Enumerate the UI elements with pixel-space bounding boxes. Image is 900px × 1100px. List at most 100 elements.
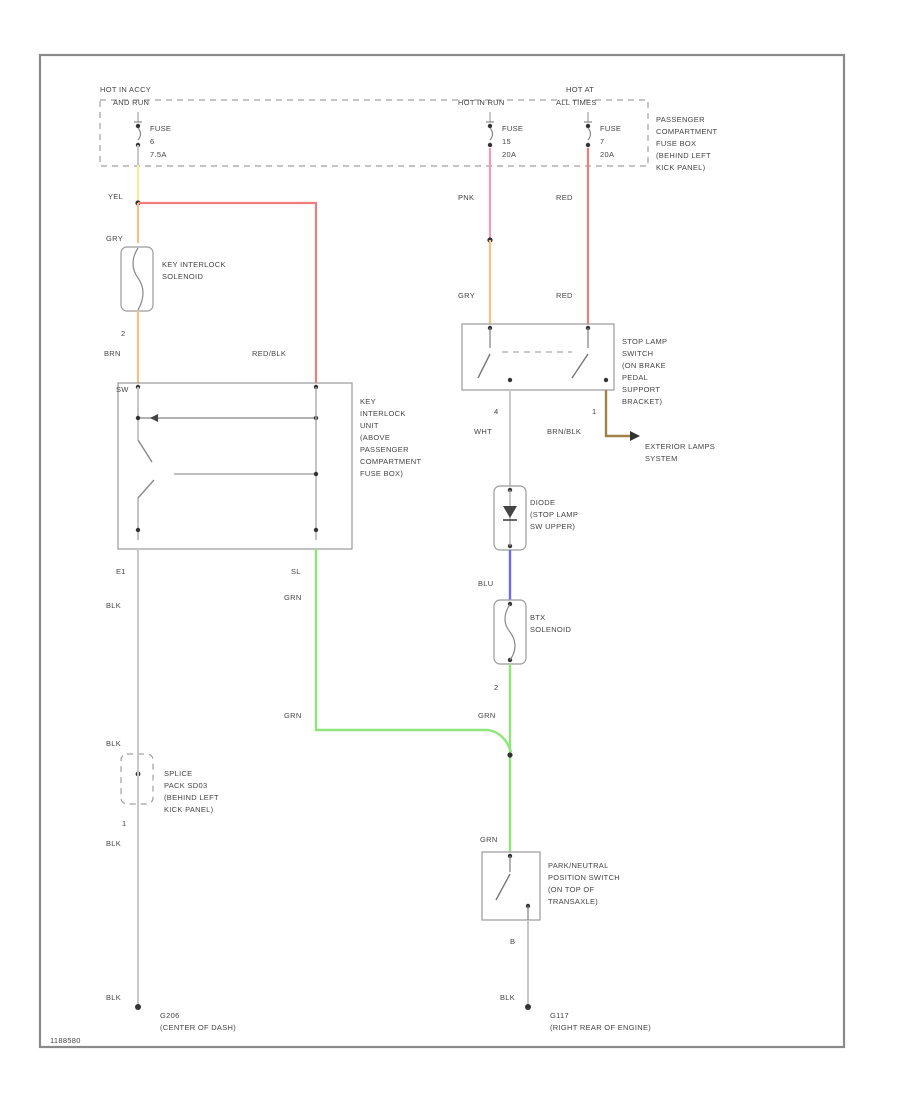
key-interlock-unit: SW KEY INTERLOCK UNIT (ABOVE PASSENGER C… (116, 382, 421, 550)
wire-label-red-bottom: RED (556, 291, 573, 300)
wire-label-pnk: PNK (458, 193, 474, 202)
wire-red-blk (138, 201, 318, 383)
fuse-left: FUSE 6 7.5A (134, 112, 171, 165)
splice-name-4: KICK PANEL) (164, 805, 214, 814)
exterior-lamps-label-1: EXTERIOR LAMPS (645, 442, 715, 451)
stop-lamp-name-6: BRACKET) (622, 397, 663, 406)
fuse-box-label-3: FUSE BOX (656, 139, 696, 148)
stop-lamp-name-5: SUPPORT (622, 385, 660, 394)
wire-label-blk-ground-right: BLK (500, 993, 515, 1002)
interlock-pin-sw: SW (116, 385, 129, 394)
wire-label-brn: BRN (104, 349, 121, 358)
ground-right-name: G117 (550, 1011, 569, 1020)
ground-left-name: G206 (160, 1011, 180, 1020)
wire-brn-blk (604, 390, 630, 438)
key-solenoid-name-1: KEY INTERLOCK (162, 260, 226, 269)
exterior-lamps-label-2: SYSTEM (645, 454, 678, 463)
fuse-right-label: FUSE (600, 124, 621, 133)
diagram-frame (38, 53, 846, 1049)
ground-left-point (135, 1004, 141, 1010)
splice-pin: 1 (122, 819, 126, 828)
key-interlock-solenoid: KEY INTERLOCK SOLENOID (120, 246, 226, 312)
ground-left-location: (CENTER OF DASH) (160, 1023, 236, 1032)
stop-lamp-name-2: SWITCH (622, 349, 653, 358)
wire-label-red-blk: RED/BLK (252, 349, 286, 358)
interlock-name-4: (ABOVE (360, 433, 390, 442)
splice-name-3: (BEHIND LEFT (164, 793, 219, 802)
interlock-pin-sl: SL (291, 567, 301, 576)
wire-label-blk-ground-left: BLK (106, 993, 121, 1002)
stx-solenoid: BTX SOLENOID (493, 599, 571, 665)
diode-name-2: (STOP LAMP (530, 510, 578, 519)
fuse-box-outline (99, 99, 649, 167)
wire-label-red-top: RED (556, 193, 573, 202)
wire-label-grn-stx: GRN (478, 711, 496, 720)
stx-solenoid-pin: 2 (494, 683, 498, 692)
wire-label-grn-pn: GRN (480, 835, 498, 844)
fuse-mid-label: FUSE (502, 124, 523, 133)
wire-label-gry-left: GRY (106, 234, 123, 243)
footer-code: 1188580 (50, 1036, 81, 1045)
interlock-name-6: COMPARTMENT (360, 457, 421, 466)
stx-solenoid-name-2: SOLENOID (530, 625, 571, 634)
fuse-box-label-5: KICK PANEL) (656, 163, 706, 172)
wire-label-gry-mid: GRY (458, 291, 475, 300)
fuse-mid-rating: 20A (502, 150, 516, 159)
grn-junction-node (507, 752, 513, 758)
fuse-left-rating: 7.5A (150, 150, 167, 159)
splice-name-2: PACK SD03 (164, 781, 207, 790)
fuse-box-label-1: PASSENGER (656, 115, 705, 124)
interlock-pin-e1: E1 (116, 567, 126, 576)
wire-label-grn-sl: GRN (284, 593, 302, 602)
fuse-box-label-4: (BEHIND LEFT (656, 151, 711, 160)
right-hot-label-2: ALL TIMES (556, 98, 597, 107)
fuse-left-label: FUSE (150, 124, 171, 133)
fuse-mid: FUSE 15 20A (486, 112, 523, 159)
diode-name-3: SW UPPER) (530, 522, 575, 531)
wire-label-yel: YEL (108, 192, 123, 201)
park-neutral-switch: PARK/NEUTRAL POSITION SWITCH (ON TOP OF … (481, 851, 620, 921)
interlock-name-3: UNIT (360, 421, 379, 430)
fuse-box-label-2: COMPARTMENT (656, 127, 717, 136)
wire-label-wht: WHT (474, 427, 492, 436)
fuse-right-number: 7 (600, 137, 604, 146)
interlock-name-1: KEY (360, 397, 376, 406)
wire-label-blk-splice-in: BLK (106, 739, 121, 748)
stx-solenoid-name-1: BTX (530, 613, 546, 622)
fuse-left-number: 6 (150, 137, 154, 146)
exterior-lamps-arrow (630, 431, 640, 441)
pn-switch-name-4: TRANSAXLE) (548, 897, 598, 906)
fuse-mid-number: 15 (502, 137, 511, 146)
pn-switch-name-3: (ON TOP OF (548, 885, 594, 894)
pn-switch-name-2: POSITION SWITCH (548, 873, 620, 882)
wire-label-blk-splice-out: BLK (106, 839, 121, 848)
wire-label-blu: BLU (478, 579, 494, 588)
stop-lamp-name-4: PEDAL (622, 373, 648, 382)
pn-switch-pin: B (510, 937, 515, 946)
key-solenoid-name-2: SOLENOID (162, 272, 203, 281)
diode-name-1: DIODE (530, 498, 555, 507)
stop-lamp-name-1: STOP LAMP (622, 337, 667, 346)
left-hot-label: HOT IN ACCY (100, 85, 151, 94)
mid-hot-label: HOT IN RUN (458, 98, 505, 107)
splice-pack-sd03: SPLICE PACK SD03 (BEHIND LEFT KICK PANEL… (120, 752, 219, 814)
diode-stop-lamp-sw: DIODE (STOP LAMP SW UPPER) (493, 485, 578, 551)
right-hot-label: HOT AT (566, 85, 594, 94)
wire-label-grn-sl-bottom: GRN (284, 711, 302, 720)
stop-lamp-switch: STOP LAMP SWITCH (ON BRAKE PEDAL SUPPORT… (461, 323, 667, 406)
interlock-name-5: PASSENGER (360, 445, 409, 454)
fuse-box-label: PASSENGER COMPARTMENT FUSE BOX (BEHIND L… (656, 115, 717, 172)
stop-lamp-name-3: (ON BRAKE (622, 361, 666, 370)
fuse-right-rating: 20A (600, 150, 614, 159)
ground-right-point (525, 1004, 531, 1010)
ground-right-location: (RIGHT REAR OF ENGINE) (550, 1023, 651, 1032)
left-hot-label-2: AND RUN (113, 98, 149, 107)
interlock-name-2: INTERLOCK (360, 409, 406, 418)
fuse-right: FUSE 7 20A (584, 112, 621, 159)
splice-name-1: SPLICE (164, 769, 192, 778)
stop-lamp-pin-1: 1 (592, 407, 596, 416)
wire-label-blk-e1: BLK (106, 601, 121, 610)
interlock-name-7: FUSE BOX) (360, 469, 403, 478)
pn-switch-name-1: PARK/NEUTRAL (548, 861, 609, 870)
